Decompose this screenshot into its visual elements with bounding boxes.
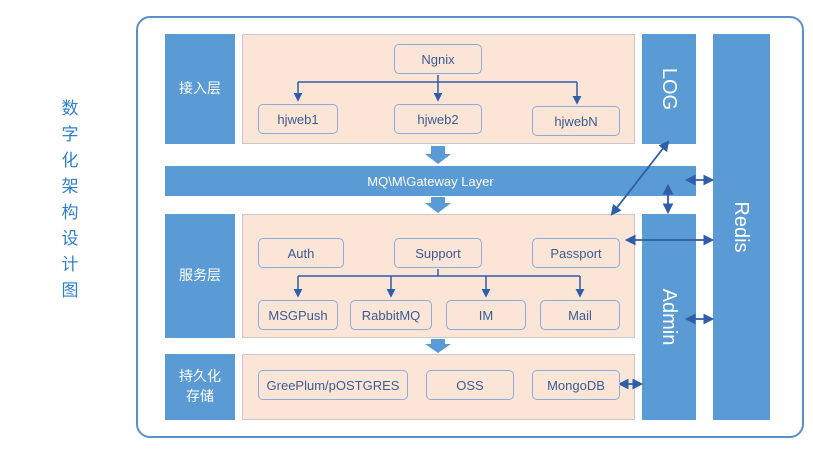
passport-node: Passport — [532, 238, 620, 268]
vertical-title: 数 字 化 架 构 设 计 图 — [58, 96, 82, 304]
mail-node: Mail — [540, 300, 620, 330]
title-char: 化 — [61, 151, 79, 171]
im-node: IM — [446, 300, 526, 330]
title-char: 构 — [61, 203, 79, 223]
hjweb1-node: hjweb1 — [258, 104, 338, 134]
service-layer-label: 服务层 — [165, 214, 235, 338]
layer-flow-arrows — [425, 146, 451, 353]
support-tree — [293, 269, 585, 298]
gateway-layer: MQ\M\Gateway Layer — [165, 166, 696, 196]
side-connectors — [610, 140, 715, 390]
title-char: 计 — [61, 255, 79, 275]
access-layer-label: 接入层 — [165, 34, 235, 144]
hjweb2-node: hjweb2 — [394, 104, 482, 134]
title-char: 字 — [61, 125, 79, 145]
msgpush-node: MSGPush — [258, 300, 338, 330]
storage-layer-label: 持久化 存储 — [165, 354, 235, 420]
title-char: 架 — [61, 177, 79, 197]
redis-column: Redis — [713, 34, 770, 420]
oss-node: OSS — [426, 370, 514, 400]
greenplum-node: GreePlum/pOSTGRES — [258, 370, 408, 400]
title-char: 数 — [61, 99, 79, 119]
ngnix-node: Ngnix — [394, 44, 482, 74]
rabbitmq-node: RabbitMQ — [350, 300, 432, 330]
title-char: 图 — [61, 281, 79, 301]
title-char: 设 — [61, 229, 79, 249]
hjwebn-node: hjwebN — [532, 106, 620, 136]
ngnix-tree — [293, 75, 582, 105]
support-node: Support — [394, 238, 482, 268]
log-column: LOG — [642, 34, 696, 144]
mongodb-node: MongoDB — [532, 370, 620, 400]
auth-node: Auth — [258, 238, 344, 268]
